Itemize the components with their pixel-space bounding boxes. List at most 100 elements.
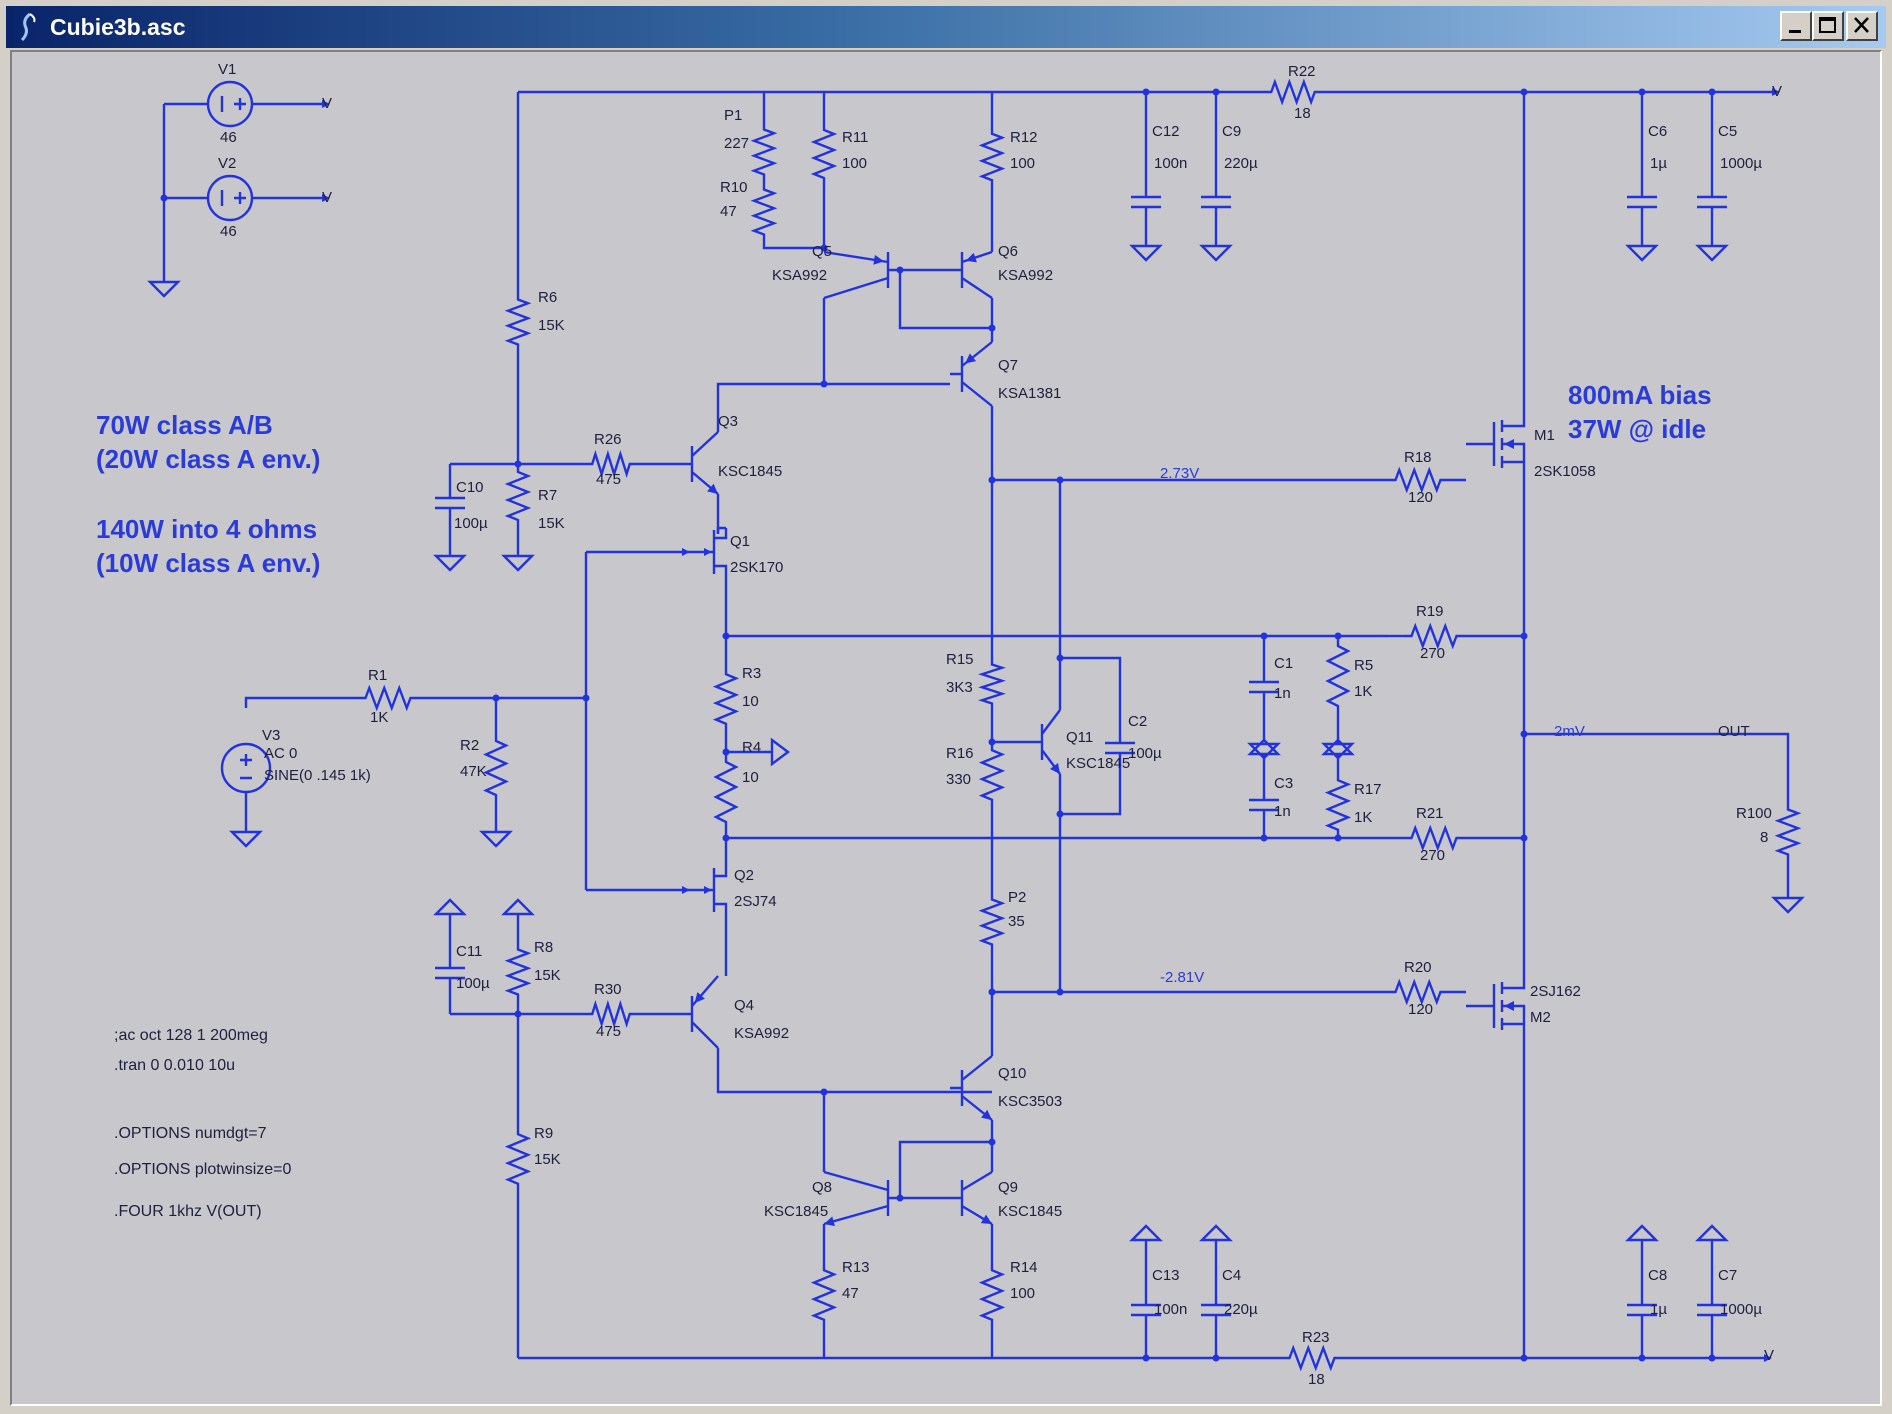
ltspice-app-icon[interactable] bbox=[16, 12, 44, 42]
resistor-r6[interactable] bbox=[504, 292, 532, 352]
ground-symbol[interactable] bbox=[147, 280, 181, 298]
supply-symbol[interactable] bbox=[1625, 1224, 1659, 1242]
ground-symbol[interactable] bbox=[1129, 244, 1163, 262]
net-label-v1[interactable]: V bbox=[322, 95, 332, 112]
capacitor-c5[interactable] bbox=[1697, 172, 1727, 232]
jfet-q2[interactable] bbox=[688, 864, 728, 912]
transistor-q11[interactable] bbox=[1030, 709, 1061, 775]
voltage-source-v2[interactable] bbox=[206, 174, 254, 222]
ground-symbol[interactable] bbox=[479, 830, 513, 848]
transistor-q9[interactable] bbox=[950, 1170, 993, 1226]
capacitor-c2[interactable] bbox=[1105, 728, 1135, 768]
resistor-r5[interactable] bbox=[1325, 636, 1351, 716]
ground-symbol[interactable] bbox=[1199, 244, 1233, 262]
directive-ac[interactable]: ;ac oct 128 1 200meg bbox=[114, 1027, 268, 1044]
resistor-r4[interactable] bbox=[713, 752, 739, 832]
ground-symbol[interactable] bbox=[229, 830, 263, 848]
wire[interactable] bbox=[716, 1048, 992, 1094]
net-label-vneg[interactable]: V bbox=[1764, 1347, 1774, 1364]
supply-symbol[interactable] bbox=[1199, 1224, 1233, 1242]
ground-symbol[interactable] bbox=[1321, 742, 1355, 760]
directive-four[interactable]: .FOUR 1khz V(OUT) bbox=[114, 1203, 262, 1220]
resistor-r20[interactable] bbox=[1388, 978, 1448, 1006]
ground-symbol[interactable] bbox=[433, 554, 467, 572]
resistor-r14[interactable] bbox=[978, 1262, 1006, 1328]
capacitor-c4[interactable] bbox=[1201, 1280, 1231, 1340]
supply-symbol[interactable] bbox=[1129, 1224, 1163, 1242]
transistor-q7[interactable] bbox=[950, 341, 993, 407]
transistor-q4[interactable] bbox=[680, 975, 719, 1049]
ground-symbol[interactable] bbox=[1247, 742, 1281, 760]
supply-symbol[interactable] bbox=[501, 898, 535, 916]
resistor-r15[interactable] bbox=[978, 658, 1006, 710]
capacitor-c3[interactable] bbox=[1249, 772, 1279, 838]
voltage-source-v3[interactable] bbox=[220, 742, 272, 794]
wire[interactable] bbox=[762, 242, 824, 250]
jfet-q1[interactable] bbox=[688, 528, 728, 576]
minimize-button[interactable] bbox=[1780, 11, 1812, 41]
wire[interactable] bbox=[244, 696, 358, 708]
resistor-r26[interactable] bbox=[586, 449, 636, 479]
transistor-q10[interactable] bbox=[950, 1055, 993, 1121]
resistor-r100[interactable] bbox=[1774, 802, 1802, 862]
transistor-q8[interactable] bbox=[823, 1170, 900, 1227]
resistor-r2[interactable] bbox=[483, 732, 509, 804]
title-bar[interactable]: Cubie3b.asc bbox=[6, 6, 1886, 48]
resistor-p1[interactable] bbox=[750, 122, 778, 182]
supply-symbol[interactable] bbox=[1321, 738, 1355, 756]
net-label-v2[interactable]: V bbox=[322, 189, 332, 206]
schematic-drawing[interactable]: V146V246R2218R2318R615KR715KC10100µR2647… bbox=[12, 52, 1880, 1404]
net-label-out[interactable]: OUT bbox=[1718, 723, 1750, 740]
transistor-q5[interactable] bbox=[823, 250, 900, 300]
capacitor-c10[interactable] bbox=[435, 464, 465, 542]
resistor-r18[interactable] bbox=[1388, 466, 1448, 494]
directive-numdgt[interactable]: .OPTIONS numdgt=7 bbox=[114, 1125, 267, 1142]
supply-symbol[interactable] bbox=[1247, 738, 1281, 756]
resistor-r11[interactable] bbox=[810, 122, 838, 186]
resistor-r22[interactable] bbox=[1264, 78, 1322, 106]
resistor-r8[interactable] bbox=[504, 942, 532, 1002]
ground-symbol[interactable] bbox=[501, 554, 535, 572]
supply-symbol[interactable] bbox=[1695, 1224, 1729, 1242]
mosfet-m2[interactable] bbox=[1466, 952, 1526, 1358]
resistor-p2[interactable] bbox=[978, 892, 1006, 952]
voltage-source-v1[interactable] bbox=[206, 80, 254, 128]
resistor-r23[interactable] bbox=[1282, 1344, 1342, 1372]
resistor-r17[interactable] bbox=[1324, 772, 1352, 838]
resistor-r9[interactable] bbox=[504, 1126, 532, 1192]
supply-symbol[interactable] bbox=[433, 898, 467, 916]
capacitor-c7[interactable] bbox=[1697, 1280, 1727, 1340]
resistor-r21[interactable] bbox=[1404, 824, 1464, 852]
wire[interactable] bbox=[716, 382, 824, 432]
capacitor-c12[interactable] bbox=[1131, 172, 1161, 232]
resistor-r13[interactable] bbox=[810, 1262, 838, 1328]
ground-symbol[interactable] bbox=[1695, 244, 1729, 262]
close-button[interactable] bbox=[1846, 11, 1878, 41]
capacitor-c6[interactable] bbox=[1627, 172, 1657, 232]
ground-symbol[interactable] bbox=[1771, 896, 1805, 914]
resistor-r3[interactable] bbox=[712, 666, 740, 732]
transistor-q3[interactable] bbox=[680, 431, 719, 495]
capacitor-c1[interactable] bbox=[1249, 636, 1279, 738]
resistor-r30[interactable] bbox=[586, 999, 636, 1029]
wire[interactable] bbox=[1060, 656, 1122, 728]
wire[interactable] bbox=[716, 526, 726, 534]
resistor-r7[interactable] bbox=[504, 464, 532, 528]
wire[interactable] bbox=[898, 1140, 992, 1198]
transistor-q6[interactable] bbox=[950, 250, 993, 299]
resistor-r19[interactable] bbox=[1404, 622, 1464, 650]
wire[interactable] bbox=[898, 270, 992, 330]
capacitor-c9[interactable] bbox=[1201, 172, 1231, 232]
capacitor-c8[interactable] bbox=[1627, 1280, 1657, 1340]
mosfet-m1[interactable] bbox=[1466, 92, 1526, 492]
directive-plotwinsize[interactable]: .OPTIONS plotwinsize=0 bbox=[114, 1161, 292, 1178]
wire[interactable] bbox=[1060, 768, 1122, 816]
wire[interactable] bbox=[1524, 732, 1790, 802]
resistor-r12[interactable] bbox=[978, 126, 1006, 188]
capacitor-c11[interactable] bbox=[435, 932, 465, 1014]
resistor-r1[interactable] bbox=[358, 684, 418, 712]
ground-symbol[interactable] bbox=[1625, 244, 1659, 262]
directive-tran[interactable]: .tran 0 0.010 10u bbox=[114, 1057, 235, 1074]
maximize-button[interactable] bbox=[1812, 11, 1844, 41]
